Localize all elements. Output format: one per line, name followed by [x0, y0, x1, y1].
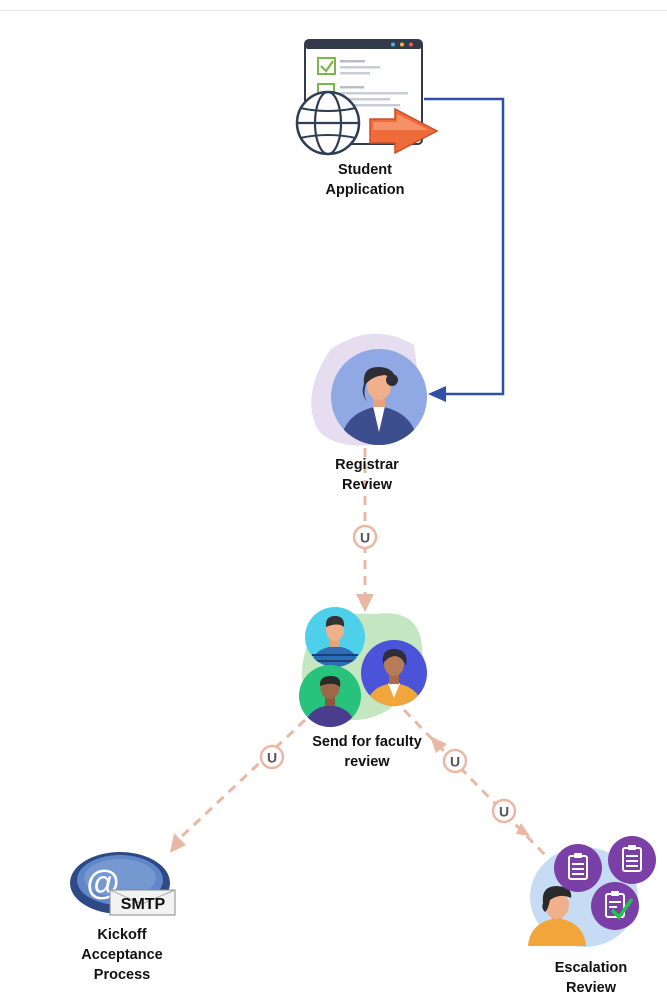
registrar-person-icon[interactable] — [311, 333, 427, 446]
escalation-reviewer-icon[interactable] — [528, 836, 656, 947]
smtp-email-icon[interactable]: @ SMTP — [70, 852, 176, 916]
edge-badge[interactable]: U — [491, 798, 517, 824]
node-label-registrar-review[interactable]: Registrar Review — [287, 455, 447, 495]
node-label-kickoff-acceptance[interactable]: Kickoff Acceptance Process — [42, 925, 202, 985]
approved-clipboard-icon — [591, 882, 639, 930]
node-label-escalation-review[interactable]: Escalation Review — [511, 958, 667, 998]
label-line: Kickoff — [97, 927, 147, 943]
edge-application-to-registrar[interactable] — [424, 97, 505, 402]
label-line: Application — [325, 182, 405, 198]
clipboard-icon — [608, 836, 656, 884]
arrow-head-down — [516, 823, 530, 836]
label-line: Process — [93, 967, 151, 983]
edge-badge[interactable]: U — [352, 524, 378, 550]
label-line: Review — [342, 477, 392, 493]
edge-faculty-to-kickoff[interactable]: U — [170, 718, 307, 853]
label-line: Review — [566, 980, 616, 996]
node-label-faculty-review[interactable]: Send for faculty review — [282, 732, 452, 772]
arrow-head — [428, 386, 446, 402]
label-line: Send for faculty — [312, 734, 422, 750]
label-line: Escalation — [554, 960, 628, 976]
label-line: Student — [338, 162, 392, 178]
node-label-student-application[interactable]: Student Application — [285, 160, 445, 200]
clipboard-icon — [554, 844, 602, 892]
edge-badge[interactable]: U — [442, 748, 468, 774]
arrow-head — [356, 594, 374, 612]
edge-registrar-to-faculty[interactable]: U — [352, 448, 378, 612]
arrow-head-up — [430, 736, 447, 753]
edge-badge-label: U — [267, 750, 277, 766]
edge-faculty-escalation[interactable]: U U — [402, 708, 552, 862]
top-divider — [0, 10, 667, 11]
smtp-label: SMTP — [121, 896, 166, 913]
edge-badge-label: U — [450, 754, 460, 770]
label-line: Registrar — [335, 457, 399, 473]
edge-badge-label: U — [360, 530, 370, 546]
faculty-group-icon[interactable] — [299, 607, 427, 730]
edge-badge[interactable]: U — [259, 744, 285, 770]
arrow-head — [170, 833, 186, 853]
label-line: review — [344, 754, 390, 770]
label-line: Acceptance — [81, 947, 163, 963]
edge-badge-label: U — [499, 804, 509, 820]
form-globe-arrow-icon[interactable] — [295, 39, 439, 156]
